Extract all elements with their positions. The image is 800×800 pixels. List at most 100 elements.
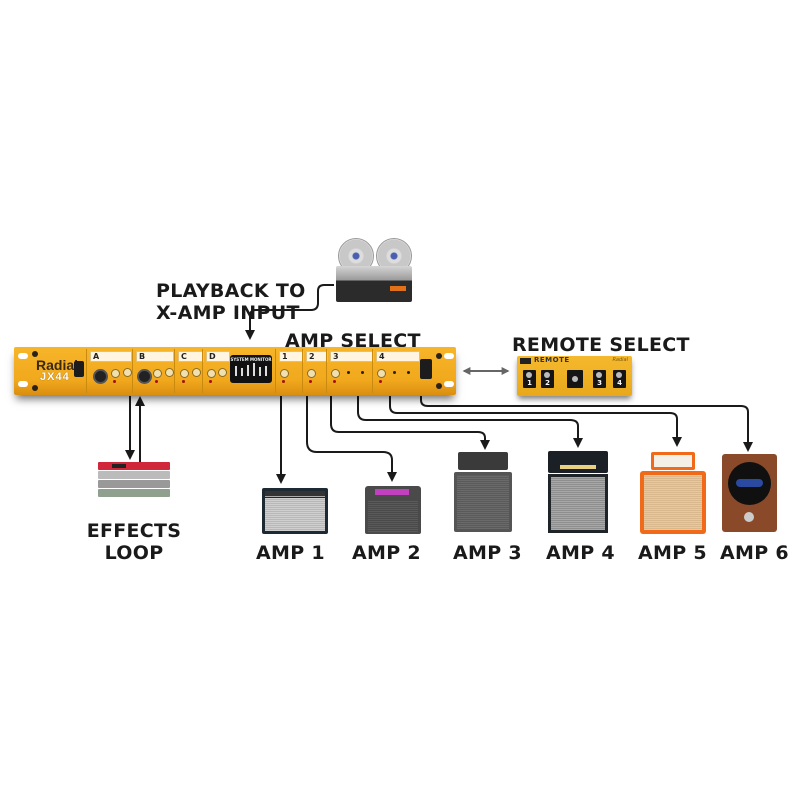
gnd-switch[interactable] (407, 371, 410, 374)
input-jack[interactable] (93, 369, 108, 384)
amp-2-label: AMP 2 (352, 542, 421, 564)
speaker-grille (457, 475, 509, 529)
on-switch[interactable] (207, 369, 216, 378)
recorder-body (336, 266, 412, 302)
on-switch[interactable] (180, 369, 189, 378)
speaker-cabinet (454, 472, 512, 532)
drag-knob[interactable] (123, 368, 132, 377)
meter-bar (253, 363, 255, 376)
remote-button-2[interactable]: 2 (541, 370, 554, 388)
playback-label-line-2: X-AMP INPUT (156, 302, 300, 324)
speaker-grille (551, 477, 605, 530)
amp-5-label: AMP 5 (638, 542, 707, 564)
gnd-switch[interactable] (347, 371, 350, 374)
amp-head (651, 452, 695, 470)
on-switch[interactable] (153, 369, 162, 378)
amp-2-image (365, 486, 421, 534)
model-name: JX44 (40, 371, 70, 383)
led-indicator (282, 380, 285, 383)
wire-amp-3 (330, 396, 490, 450)
section-tag: B (136, 351, 174, 362)
wire-amp-6 (420, 396, 753, 452)
gnd-switch[interactable] (393, 371, 396, 374)
volume-knob (744, 512, 754, 522)
remote-button-1[interactable]: 1 (523, 370, 536, 388)
input-section-d: D (202, 349, 230, 393)
speaker-port (728, 462, 771, 505)
drag-knob[interactable] (165, 368, 174, 377)
meter-bar (265, 366, 267, 376)
remote-button-mute[interactable] (567, 370, 583, 388)
led-indicator (113, 380, 116, 383)
input-section-a: A (86, 349, 133, 393)
section-tag: A (90, 351, 132, 362)
effects-loop-label-line-2: LOOP (104, 542, 164, 564)
output-section-1: 1 (275, 349, 304, 393)
control-panel (265, 491, 325, 497)
playback-label: PLAYBACK TO X-AMP INPUT (156, 280, 306, 324)
amp-1-label: AMP 1 (256, 542, 325, 564)
speaker-cabinet (640, 471, 706, 534)
monitor-title: SYSTEM MONITOR (230, 357, 272, 362)
speaker-cabinet (548, 474, 608, 533)
mute-switch[interactable] (420, 359, 432, 379)
section-tag: D (206, 351, 230, 362)
led-indicator (155, 380, 158, 383)
brand-logo: Radial (36, 357, 79, 373)
remote-button-4[interactable]: 4 (613, 370, 626, 388)
speaker-grille (265, 498, 325, 531)
rack-ear-hole (18, 381, 28, 387)
section-tag: 1 (279, 351, 304, 362)
wire-amp-2 (306, 396, 397, 482)
meter-bar (247, 365, 249, 376)
output-switch[interactable] (280, 369, 289, 378)
amp-4-image (548, 451, 608, 533)
gnd-switch[interactable] (361, 371, 364, 374)
fx-unit-grey (98, 480, 170, 488)
screw-icon (32, 385, 38, 391)
amp-head (548, 451, 608, 473)
system-monitor-display: SYSTEM MONITOR (230, 355, 272, 383)
control-panel (375, 489, 409, 495)
input-section-b: B (132, 349, 175, 393)
output-section-3: 3 (326, 349, 374, 393)
amp-3-image (454, 452, 512, 532)
led-indicator (182, 380, 185, 383)
fx-unit-green (98, 489, 170, 497)
output-switch[interactable] (307, 369, 316, 378)
playback-label-line-1: PLAYBACK TO (156, 280, 306, 302)
remote-select-label: REMOTE SELECT (512, 334, 690, 356)
section-tag: 4 (376, 351, 420, 362)
rack-ear-hole (444, 353, 454, 359)
vu-meter (390, 286, 406, 291)
on-switch[interactable] (111, 369, 120, 378)
fx-unit-red (98, 462, 170, 470)
fx-display (112, 464, 126, 468)
amp-select-label: AMP SELECT (285, 330, 421, 352)
amp-3-label: AMP 3 (453, 542, 522, 564)
output-switch[interactable] (331, 369, 340, 378)
output-switch[interactable] (377, 369, 386, 378)
amp-1-image (262, 488, 328, 534)
led-indicator (379, 380, 382, 383)
led-indicator (209, 380, 212, 383)
trim-knob[interactable] (218, 368, 227, 377)
control-panel (654, 455, 692, 467)
wire-amp-5 (389, 396, 682, 447)
tuner-jack[interactable] (74, 361, 84, 377)
meter-bar (241, 368, 243, 376)
jr5-remote: REMOTE Radial 1 2 3 4 (517, 356, 632, 396)
remote-button-3[interactable]: 3 (593, 370, 606, 388)
amp-6-label: AMP 6 (720, 542, 789, 564)
trim-knob[interactable] (192, 368, 201, 377)
control-panel (560, 465, 596, 469)
section-tag: C (178, 351, 204, 362)
output-section-2: 2 (302, 349, 328, 393)
effects-rack (98, 462, 170, 498)
input-jack[interactable] (137, 369, 152, 384)
reel-to-reel-recorder (334, 238, 416, 304)
amp-head (458, 452, 508, 470)
effects-loop-label: EFFECTS LOOP (82, 520, 186, 564)
remote-title: REMOTE (534, 356, 570, 364)
